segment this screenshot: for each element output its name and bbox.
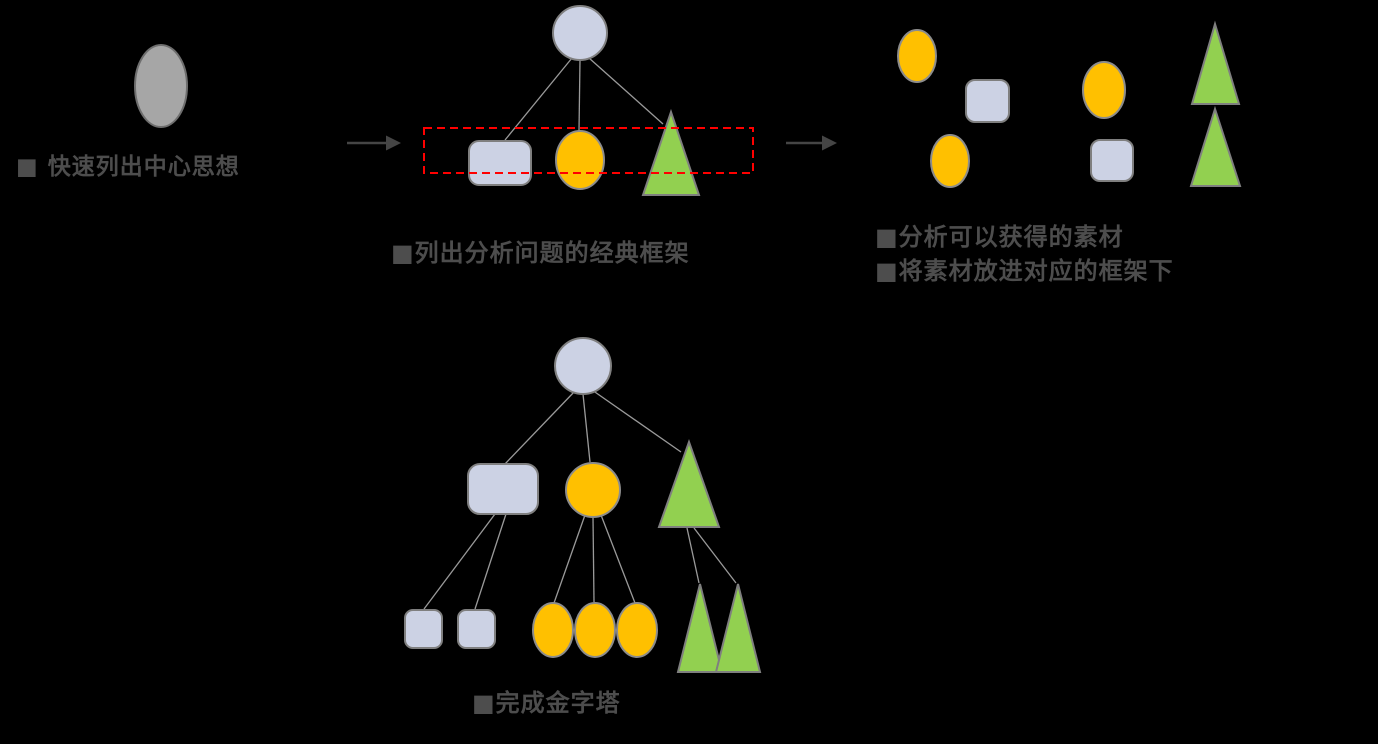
connector-line [588,57,664,125]
arrow-1-head-icon [386,135,401,151]
material-ellipse [930,134,970,188]
step2-group [423,5,754,196]
step1-caption: ■ 快速列出中心思想 [16,154,240,180]
connector-line [553,514,586,604]
connector-line [592,516,595,603]
connector-line [474,513,507,610]
pyramid-rect-node [467,463,539,515]
material-triangle [1189,105,1242,187]
pyramid-triangle-node [657,438,721,528]
connector-line [423,513,496,610]
connector-line [504,57,573,141]
pyramid-leaf-triangle [676,583,724,673]
material-triangle [1190,20,1241,105]
connector-line [686,527,700,584]
arrow-2 [786,135,837,151]
pyramid-root-circle [554,337,612,395]
material-ellipse [897,29,937,83]
framework-rect-node [468,140,532,186]
pyramid-leaf-ellipse [574,602,616,658]
pyramid-leaf-ellipse [532,602,574,658]
pyramid-leaf-rect [457,609,496,649]
arrow-1 [347,135,401,151]
central-idea-ellipse [134,44,188,128]
connector-line [504,390,576,465]
step1-group [134,44,188,128]
connector-line [600,514,636,604]
pyramid-leaf-rect [404,609,443,649]
connector-line [591,389,682,453]
framework-ellipse-node [555,130,605,190]
step3-caption-line2: ■将素材放进对应的框架下 [875,257,1174,285]
connector-line [693,527,737,584]
arrow-2-head-icon [822,135,837,151]
step4-caption: ■完成金字塔 [472,689,621,717]
step3-caption-line1: ■分析可以获得的素材 [875,223,1124,251]
material-ellipse [1082,61,1126,119]
material-rect [1090,139,1134,182]
pyramid-leaf-ellipse [616,602,658,658]
material-rect [965,79,1010,123]
framework-highlight-box [423,127,754,174]
tree-root-circle [552,5,608,61]
step3-group [897,20,1242,188]
framework-triangle-node [641,108,701,196]
step4-group [404,337,762,673]
pyramid-leaf-triangle [714,583,762,673]
step2-caption: ■列出分析问题的经典框架 [391,239,690,267]
connector-line [578,59,581,132]
connector-line [582,393,591,463]
pyramid-ellipse-node [565,462,621,518]
step3-caption: ■分析可以获得的素材 ■将素材放进对应的框架下 [875,220,1174,288]
